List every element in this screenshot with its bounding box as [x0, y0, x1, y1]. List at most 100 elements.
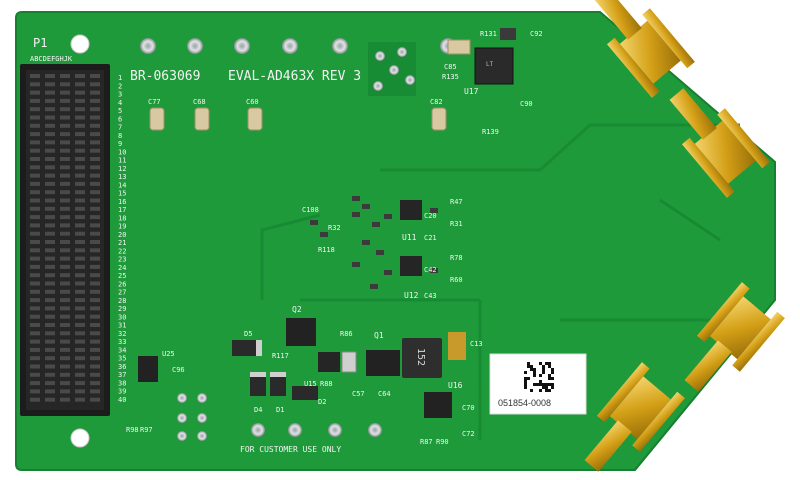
qr-module	[548, 377, 551, 380]
ic-u12	[400, 256, 422, 276]
header-pin	[60, 223, 70, 228]
header-pin	[75, 248, 85, 253]
qr-module	[524, 386, 527, 389]
svg-text:LT: LT	[486, 61, 494, 68]
header-pin	[30, 206, 40, 211]
header-pin	[30, 123, 40, 128]
header-pin	[45, 389, 55, 394]
header-pin	[60, 264, 70, 269]
ref-r31: R31	[450, 220, 463, 228]
qr-module	[533, 383, 536, 386]
qr-module	[527, 362, 530, 365]
ref-d4: D4	[254, 406, 262, 414]
ref-r135: R135	[442, 73, 459, 81]
header-pin	[75, 240, 85, 244]
header-pin	[45, 339, 55, 344]
header-pin	[60, 306, 70, 311]
qr-module	[533, 374, 536, 377]
header-pin	[60, 389, 70, 394]
header-pin	[90, 364, 100, 369]
qr-module	[548, 389, 551, 392]
header-pin	[45, 74, 55, 78]
diode-d4-d1	[250, 372, 318, 400]
ref-c82: C82	[430, 98, 443, 106]
header-pin	[45, 281, 55, 286]
ref-r87: R87	[420, 438, 433, 446]
header-pin	[45, 240, 55, 244]
qr-module	[551, 377, 554, 380]
qr-module	[527, 365, 530, 368]
header-pin	[60, 248, 70, 253]
header-pin	[45, 381, 55, 386]
header-pin	[45, 356, 55, 361]
ref-q1: Q1	[374, 331, 384, 340]
header-row-number: 15	[118, 190, 126, 198]
header-pin	[90, 148, 100, 153]
serial-sticker	[489, 353, 587, 415]
qr-module	[530, 368, 533, 371]
header-pin	[30, 248, 40, 253]
ref-c96: C96	[172, 366, 185, 374]
inductor-marking: 152	[415, 348, 426, 366]
header-pin	[45, 98, 55, 103]
header-pin	[75, 98, 85, 103]
header-pin	[45, 148, 55, 153]
header-pin	[75, 323, 85, 327]
ref-c43: C43	[424, 292, 437, 300]
sma-connector-3	[684, 282, 785, 392]
header-pin	[30, 298, 40, 303]
header-row-number: 28	[118, 297, 126, 305]
header-pin	[45, 107, 55, 112]
via-cluster	[368, 42, 416, 96]
header-pin	[60, 381, 70, 386]
ref-u17: U17	[464, 87, 479, 96]
header-pin	[30, 306, 40, 311]
header-pin	[60, 82, 70, 87]
header-pin	[75, 115, 85, 120]
header-pin	[90, 273, 100, 278]
header-pin	[30, 389, 40, 394]
header-ref-label: P1	[33, 36, 47, 50]
header-pin	[90, 240, 100, 244]
header-row-number: 39	[118, 388, 126, 396]
qr-module	[527, 377, 530, 380]
qr-module	[524, 383, 527, 386]
bottom-test-points	[251, 423, 382, 437]
header-pin	[75, 140, 85, 145]
header-row-number: 6	[118, 115, 122, 123]
ref-q2: Q2	[292, 305, 302, 314]
header-pin	[45, 314, 55, 319]
header-pin	[75, 198, 85, 203]
header-pin	[75, 306, 85, 311]
header-pin	[75, 123, 85, 128]
test-point	[140, 38, 156, 54]
header-row-number: 16	[118, 198, 126, 206]
header-pin	[90, 206, 100, 211]
header-pin	[30, 314, 40, 319]
header-pin	[90, 314, 100, 319]
header-pin	[45, 323, 55, 327]
header-pin	[45, 273, 55, 278]
header-pin	[60, 206, 70, 211]
header-pin	[60, 173, 70, 178]
sma-connector-2	[669, 88, 770, 198]
test-point	[332, 38, 348, 54]
header-pin	[45, 132, 55, 137]
header-pin	[75, 397, 85, 402]
header-pin	[60, 289, 70, 294]
header-pin	[60, 215, 70, 220]
header-pin	[30, 339, 40, 344]
header-pin	[45, 165, 55, 170]
header-row-number: 32	[118, 330, 126, 338]
header-pin	[60, 132, 70, 137]
header-pin	[90, 347, 100, 352]
header-pin	[75, 273, 85, 278]
qr-module	[524, 371, 527, 374]
header-pin	[45, 364, 55, 369]
header-pin	[45, 90, 55, 95]
ref-u11: U11	[402, 233, 417, 242]
ref-d5: D5	[244, 330, 252, 338]
header-pin	[90, 173, 100, 178]
capacitor-row	[149, 107, 447, 131]
